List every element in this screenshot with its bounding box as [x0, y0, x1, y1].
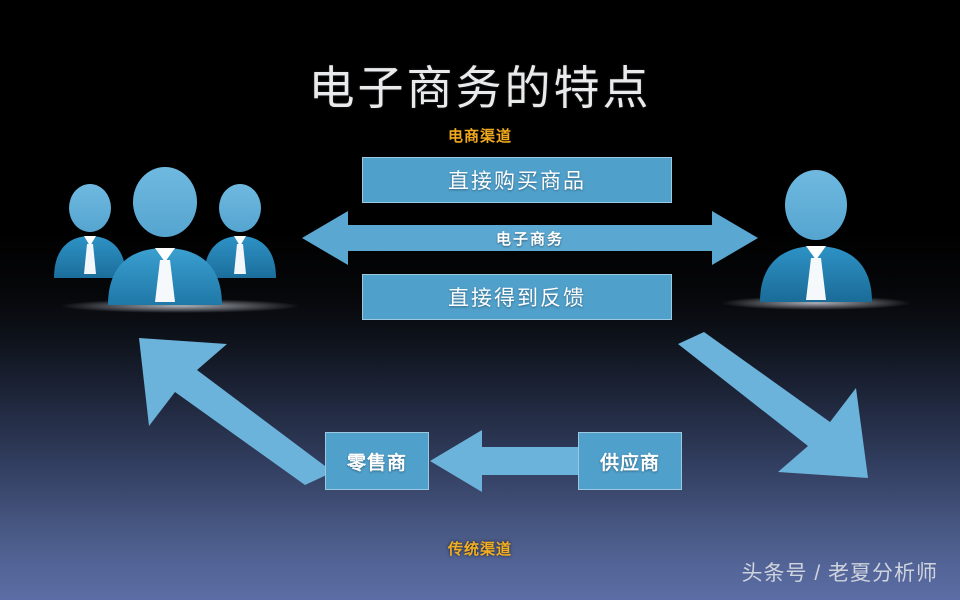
merchant-person-icon	[718, 160, 948, 315]
arrow-up-left-icon	[135, 330, 335, 485]
box-retailer[interactable]: 零售商	[325, 432, 429, 490]
watermark-text: 头条号 / 老夏分析师	[741, 562, 938, 585]
arrow-left-icon	[430, 428, 582, 494]
box-supplier[interactable]: 供应商	[578, 432, 682, 490]
box-direct-feedback[interactable]: 直接得到反馈	[362, 274, 672, 320]
box-direct-purchase[interactable]: 直接购买商品	[362, 157, 672, 203]
customer-group-icon	[40, 160, 320, 315]
ecommerce-channel-label: 电商渠道	[447, 128, 512, 145]
double-headed-arrow-icon: 电子商务	[302, 205, 758, 271]
page-title: 电子商务的特点	[308, 63, 652, 114]
traditional-channel-label: 传统渠道	[447, 541, 512, 558]
arrow-down-left-icon	[676, 330, 872, 482]
